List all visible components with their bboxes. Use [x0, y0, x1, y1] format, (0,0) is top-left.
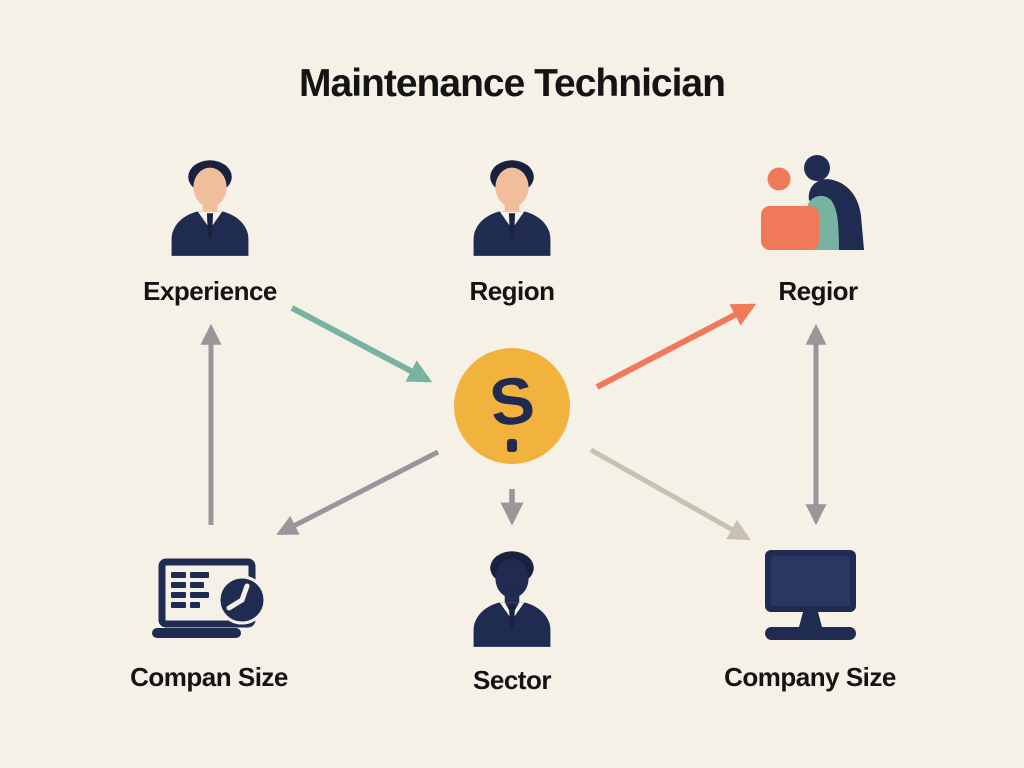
- laptop-clock-icon: [152, 558, 266, 638]
- dollar-coin-icon: S: [454, 348, 570, 464]
- laptop-base: [152, 628, 241, 638]
- node-regior: Regior: [688, 150, 948, 304]
- node-sector: Sector: [382, 543, 642, 693]
- monitor-stand: [798, 612, 822, 627]
- arrow-center-to-compansize: [276, 449, 440, 536]
- node-label-compan-size: Compan Size: [130, 662, 288, 692]
- dollar-stem: [507, 439, 517, 452]
- monitor-base: [764, 627, 856, 640]
- people-group-icon: [761, 155, 864, 250]
- dollar-glyph: S: [486, 362, 539, 441]
- arrow-experience-to-center: [290, 305, 433, 383]
- checklist-lines: [171, 572, 209, 608]
- clock-hands: [226, 583, 250, 611]
- businessman-icon: [473, 160, 551, 256]
- businessman-silhouette-icon: [473, 551, 551, 647]
- node-label-experience: Experience: [143, 276, 277, 306]
- node-label-company-size: Company Size: [724, 662, 896, 692]
- node-experience: Experience: [80, 152, 340, 304]
- person-orange-body: [761, 206, 819, 250]
- monitor-screen-inner: [770, 556, 850, 606]
- node-label-regior: Regior: [778, 276, 858, 306]
- node-company-size: Company Size: [680, 550, 940, 690]
- page-title: Maintenance Technician: [299, 62, 726, 105]
- node-compan-size: Compan Size: [79, 558, 339, 690]
- person-orange-head: [767, 167, 791, 191]
- coin-circle: [454, 348, 570, 464]
- desktop-monitor-icon: [764, 550, 856, 640]
- arrow-center-to-regior: [595, 303, 757, 390]
- person-leaning-head: [804, 155, 830, 181]
- node-region: Region: [382, 152, 642, 304]
- node-label-sector: Sector: [473, 665, 551, 695]
- arrow-center-to-companysize: [589, 447, 751, 541]
- center-salary-node: S: [453, 347, 571, 470]
- businessman-icon: [171, 160, 249, 256]
- node-label-region: Region: [469, 276, 555, 306]
